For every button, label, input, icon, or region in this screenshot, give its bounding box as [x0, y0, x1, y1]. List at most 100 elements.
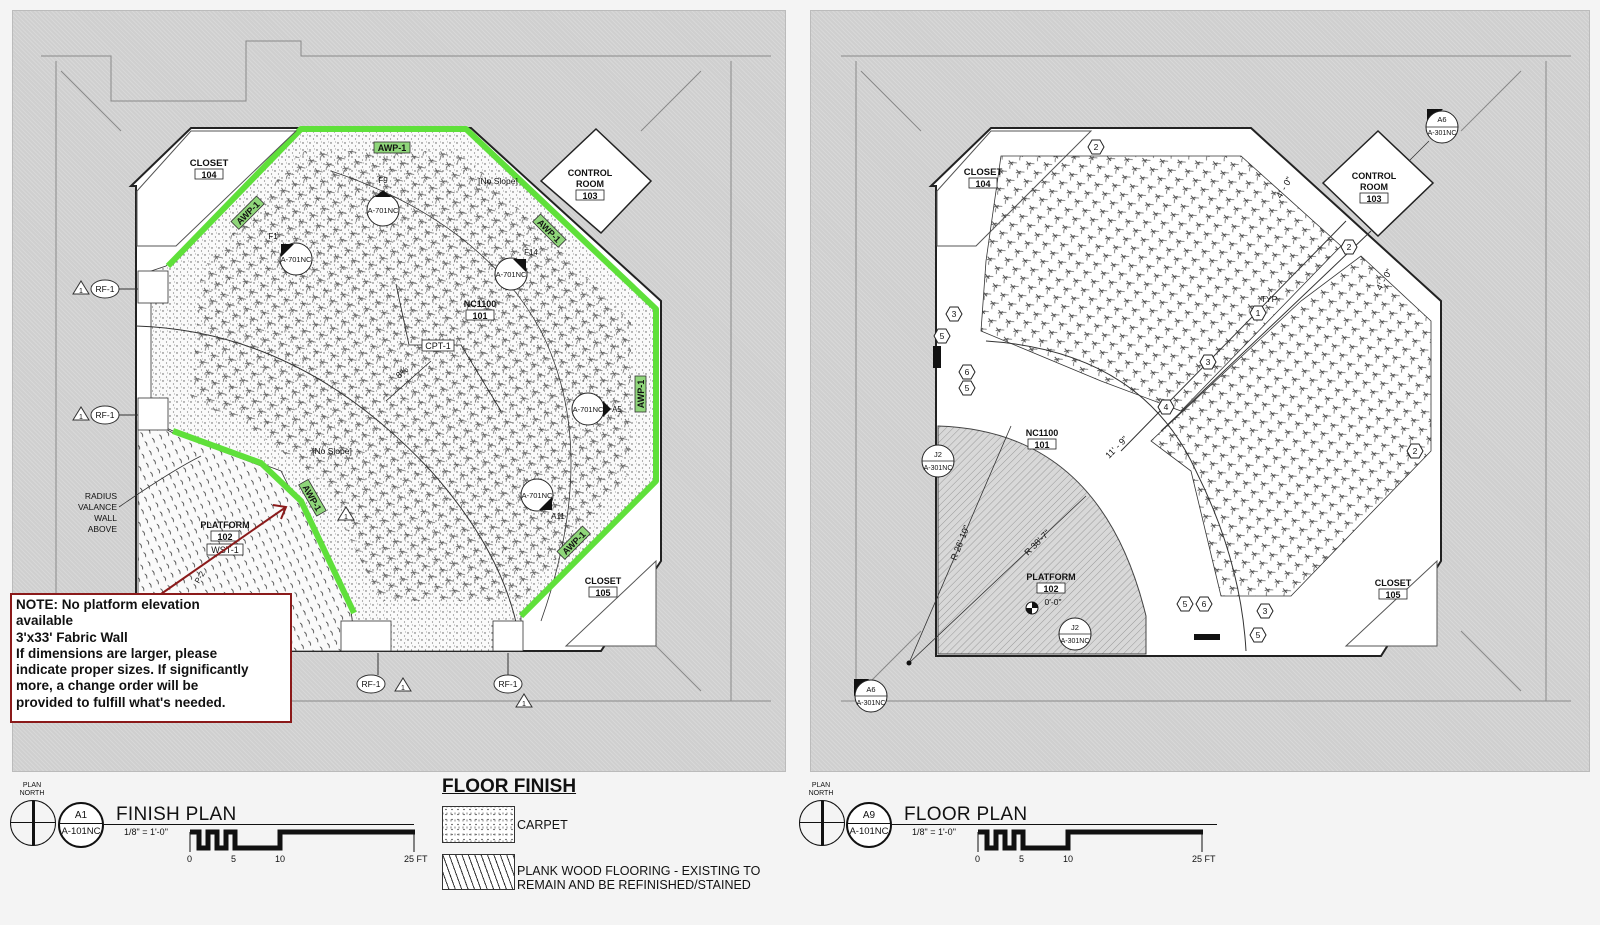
- svg-text:ROOM: ROOM: [576, 179, 604, 189]
- svg-text:5: 5: [940, 331, 945, 341]
- svg-text:3: 3: [1263, 606, 1268, 616]
- svg-text:1: 1: [344, 514, 348, 521]
- svg-text:3: 3: [1206, 357, 1211, 367]
- scale-label: 1/8" = 1'-0": [912, 827, 956, 837]
- revision-triangle: 1: [337, 506, 355, 521]
- rf-tag: RF-1 1: [72, 405, 151, 425]
- plan-title: FINISH PLAN: [116, 804, 237, 825]
- legend-title: FLOOR FINISH: [442, 776, 577, 797]
- svg-text:5: 5: [1256, 630, 1261, 640]
- svg-text:6: 6: [1202, 599, 1207, 609]
- scale-label: 1/8" = 1'-0": [124, 827, 168, 837]
- closet-105-label: CLOSET: [1375, 578, 1412, 588]
- svg-text:ROOM: ROOM: [1360, 182, 1388, 192]
- control-room-label: CONTROL: [1352, 171, 1397, 181]
- svg-text:RF-1: RF-1: [362, 679, 381, 689]
- svg-text:RF-1: RF-1: [499, 679, 518, 689]
- title-underline: [892, 824, 1217, 825]
- svg-text:A-301NC: A-301NC: [1061, 638, 1090, 645]
- plan-title: FLOOR PLAN: [904, 804, 1028, 825]
- section-ref-f1[interactable]: A-701NC F1: [268, 232, 313, 276]
- svg-text:0'-0": 0'-0": [1045, 597, 1062, 607]
- cpt-tag: CPT-1: [425, 341, 451, 351]
- note-arrow: [160, 506, 287, 595]
- closet-105-label: CLOSET: [585, 576, 622, 586]
- carpet-swatch: [442, 806, 515, 843]
- svg-text:WALL: WALL: [94, 513, 117, 523]
- svg-text:102: 102: [1043, 584, 1058, 594]
- svg-text:J2: J2: [1071, 623, 1079, 632]
- rf-tag: RF-1 1: [493, 653, 533, 708]
- section-ref-j2-left[interactable]: J2 A-301NC: [921, 444, 955, 478]
- north-arrow-icon: [10, 800, 56, 846]
- legend-carpet-label: CARPET: [517, 818, 568, 832]
- control-room-label: CONTROL: [568, 168, 613, 178]
- awp-highlight-upper: [165, 126, 659, 619]
- svg-text:A-701NC: A-701NC: [522, 491, 553, 500]
- svg-text:105: 105: [1385, 590, 1400, 600]
- svg-text:104: 104: [975, 179, 990, 189]
- svg-text:F9: F9: [378, 176, 388, 185]
- graphic-scale-bar: [977, 829, 1203, 852]
- svg-text:1: 1: [79, 288, 83, 295]
- awp-highlight-lower: [171, 428, 357, 615]
- svg-text:2: 2: [1094, 142, 1099, 152]
- svg-text:3: 3: [952, 309, 957, 319]
- section-ref-a6-top[interactable]: A6 A-301NC: [1408, 109, 1459, 162]
- svg-text:AWP-1: AWP-1: [378, 143, 407, 153]
- graphic-scale-bar: [189, 829, 415, 852]
- rf-tag: RF-1 1: [72, 279, 151, 299]
- svg-text:AWP-1: AWP-1: [636, 380, 646, 409]
- svg-text:103: 103: [582, 191, 597, 201]
- section-ref-f9[interactable]: A-701NC F9: [366, 176, 400, 227]
- svg-text:F1: F1: [268, 232, 278, 241]
- svg-text:2: 2: [1413, 446, 1418, 456]
- svg-text:A-301NC: A-301NC: [924, 465, 953, 472]
- awp-tag: AWP-1: [634, 375, 647, 413]
- svg-text:103: 103: [1366, 194, 1381, 204]
- svg-text:101: 101: [472, 311, 487, 321]
- section-ref-a6-bottom[interactable]: A6 A-301NC: [854, 679, 888, 713]
- svg-text:105: 105: [595, 588, 610, 598]
- main-room-label: NC1100: [464, 299, 497, 309]
- svg-text:1: 1: [522, 701, 526, 708]
- svg-text:2: 2: [1347, 242, 1352, 252]
- svg-text:J2: J2: [934, 450, 942, 459]
- svg-text:ABOVE: ABOVE: [88, 524, 118, 534]
- north-arrow-icon: [799, 800, 845, 846]
- svg-text:1: 1: [1256, 308, 1261, 318]
- closet-104-label: CLOSET: [190, 158, 229, 169]
- svg-text:VALANCE: VALANCE: [78, 502, 117, 512]
- svg-text:A-301NC: A-301NC: [857, 700, 886, 707]
- svg-text:[No Slope]: [No Slope]: [312, 446, 352, 456]
- svg-text:A-701NC: A-701NC: [496, 270, 527, 279]
- wood-swatch: [442, 854, 515, 890]
- section-ref-f14[interactable]: A-701NC F14: [494, 248, 538, 291]
- svg-text:A-701NC: A-701NC: [573, 405, 604, 414]
- section-ref-a11[interactable]: A-701NC A11: [520, 478, 565, 521]
- svg-text:102: 102: [217, 532, 232, 542]
- floor-plan-drawing: R 26'-10" R 38'-7" 11' - 9" 4' - 0" 4' -…: [810, 10, 1590, 772]
- svg-text:RF-1: RF-1: [96, 284, 115, 294]
- svg-text:RF-1: RF-1: [96, 410, 115, 420]
- main-room-label: NC1100: [1026, 428, 1059, 438]
- svg-text:104: 104: [201, 170, 216, 180]
- title-underline: [104, 824, 414, 825]
- svg-text:6: 6: [965, 367, 970, 377]
- svg-text:A6: A6: [1437, 115, 1446, 124]
- platform-label: PLATFORM: [1026, 572, 1075, 582]
- section-ref-a5[interactable]: A-701NC A5: [571, 392, 622, 426]
- finish-plan-drawing: CLOSET 104 CONTROL ROOM 103 NC1100 101 P…: [12, 10, 786, 772]
- svg-text:[No Slope]: [No Slope]: [478, 176, 518, 186]
- svg-text:RADIUS: RADIUS: [85, 491, 117, 501]
- svg-text:A6: A6: [866, 685, 875, 694]
- finish-plan-svg: CLOSET 104 CONTROL ROOM 103 NC1100 101 P…: [41, 40, 771, 708]
- svg-text:A-701NC: A-701NC: [368, 206, 399, 215]
- svg-text:1: 1: [79, 414, 83, 421]
- section-ref-j2-bottom[interactable]: J2 A-301NC: [1058, 617, 1092, 651]
